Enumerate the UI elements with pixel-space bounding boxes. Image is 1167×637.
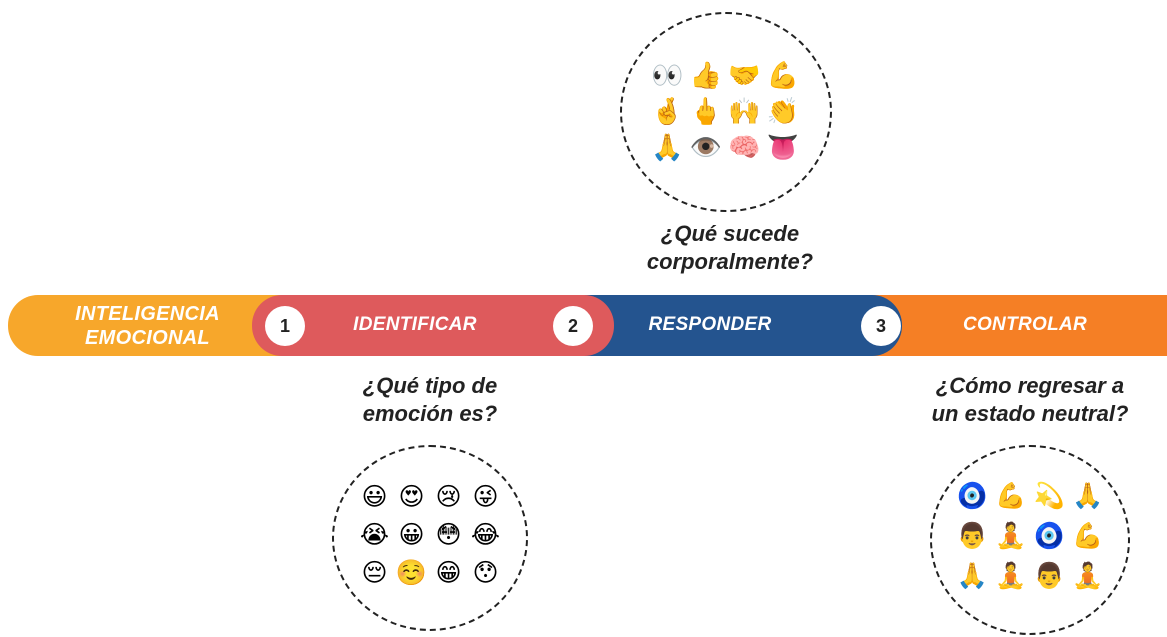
emoji-circle-control	[930, 445, 1130, 635]
emoji-control-8: 🙏	[956, 561, 988, 590]
question-respond-line-2: corporalmente?	[646, 249, 814, 274]
emoji-respond-11: 👅	[766, 133, 799, 163]
step-number-2: 2	[553, 306, 593, 346]
emoji-identify-4: 😭	[359, 520, 390, 549]
emoji-respond-2: 🤝	[728, 61, 761, 91]
emoji-grid-identify: 😃 😍 😢 😜 😭 😀 😳 😂 😔☺️😁 😯	[358, 480, 502, 590]
emoji-identify-3: 😜	[472, 482, 499, 511]
main-title: INTELIGENCIA EMOCIONAL	[40, 302, 255, 350]
emoji-control-4: 👨	[956, 521, 988, 550]
main-title-line-1: INTELIGENCIA	[75, 303, 220, 325]
emoji-identify-10: 😁	[435, 558, 462, 587]
emoji-respond-8: 🙏	[651, 133, 684, 163]
emoji-control-9: 🧘	[995, 561, 1027, 590]
question-identify: ¿Qué tipo de emoción es?	[290, 372, 570, 428]
emoji-control-6: 🧿	[1033, 521, 1065, 550]
step-number-1: 1	[265, 306, 305, 346]
emoji-grid-control: 🧿💪💫🙏👨🧘🧿💪🙏🧘👨🧘	[955, 478, 1105, 594]
emoji-respond-3: 💪	[766, 61, 799, 91]
emoji-respond-5: 🖕	[689, 97, 722, 127]
question-control: ¿Cómo regresar a un estado neutral?	[895, 372, 1165, 428]
emoji-respond-9: 👁️	[689, 133, 722, 163]
question-control-line-1: ¿Cómo regresar a	[935, 373, 1125, 398]
step-number-3: 3	[861, 306, 901, 346]
emoji-respond-1: 👍	[689, 61, 722, 91]
emoji-identify-8: 😔	[361, 558, 388, 587]
emoji-control-1: 💪	[995, 481, 1027, 510]
emoji-grid-respond: 👀👍🤝💪 🤞🖕🙌👏 🙏👁️🧠👅	[650, 60, 800, 164]
step-label-controlar: CONTROLAR	[962, 314, 1088, 335]
emoji-respond-0: 👀	[651, 61, 684, 91]
emoji-circle-respond	[620, 12, 832, 212]
emoji-identify-7: 😂	[470, 520, 501, 549]
emoji-control-3: 🙏	[1072, 481, 1104, 510]
question-identify-line-1: ¿Qué tipo de	[362, 373, 498, 398]
question-respond: ¿Qué sucede corporalmente?	[580, 220, 880, 276]
question-control-line-2: un estado neutral?	[931, 401, 1129, 426]
emoji-control-7: 💪	[1072, 521, 1104, 550]
emoji-identify-9: ☺️	[395, 558, 428, 587]
emoji-identify-2: 😢	[435, 482, 462, 511]
emoji-control-5: 🧘	[995, 521, 1027, 550]
emoji-control-0: 🧿	[956, 481, 988, 510]
emoji-respond-7: 👏	[766, 97, 799, 127]
main-title-line-2: EMOCIONAL	[85, 327, 210, 349]
step-label-identificar: IDENTIFICAR	[353, 314, 477, 335]
emoji-respond-10: 🧠	[728, 133, 761, 163]
emoji-identify-0: 😃	[361, 482, 388, 511]
emoji-control-11: 🧘	[1072, 561, 1104, 590]
emoji-identify-1: 😍	[398, 482, 425, 511]
emoji-identify-5: 😀	[398, 520, 425, 549]
emoji-circle-identify	[332, 445, 528, 631]
emoji-identify-6: 😳	[435, 520, 462, 549]
emoji-control-10: 👨	[1033, 561, 1065, 590]
emoji-respond-6: 🙌	[728, 97, 761, 127]
question-respond-line-1: ¿Qué sucede	[660, 221, 800, 246]
emoji-control-2: 💫	[1033, 481, 1065, 510]
question-identify-line-2: emoción es?	[362, 401, 498, 426]
emoji-identify-11: 😯	[472, 558, 499, 587]
emoji-respond-4: 🤞	[651, 97, 684, 127]
step-label-responder: RESPONDER	[648, 314, 772, 335]
